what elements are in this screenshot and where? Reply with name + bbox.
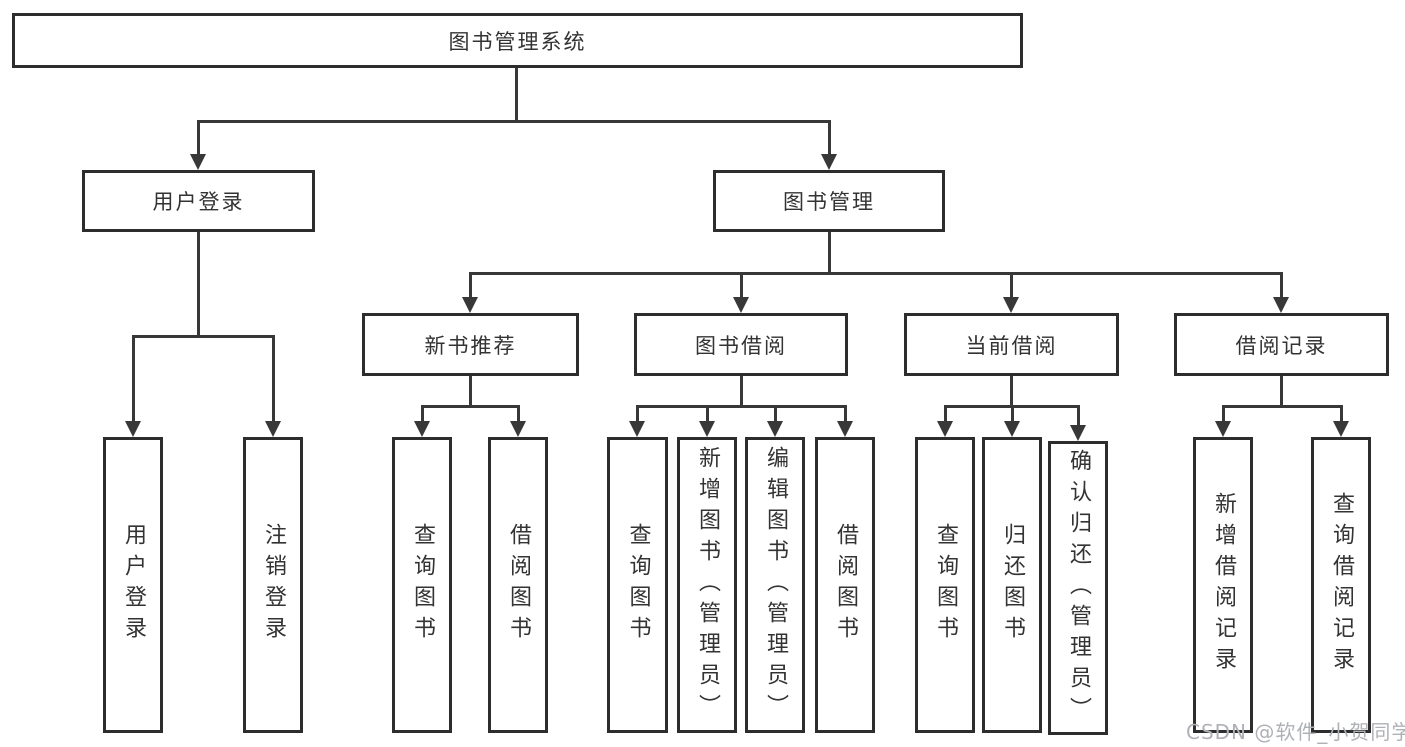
node-borrow-records: 借阅记录 (1174, 313, 1389, 376)
node-book-borrow: 图书借阅 (634, 313, 848, 376)
connector-line (1011, 405, 1014, 423)
connector-line (197, 120, 831, 123)
connector-line (272, 335, 275, 423)
node-new-book-recommend: 新书推荐 (362, 313, 579, 376)
node-label: 新书推荐 (424, 333, 517, 358)
connector-line (636, 405, 846, 408)
node-user-login: 用户登录 (82, 170, 315, 232)
connector-line (197, 232, 200, 337)
connector-line (740, 272, 743, 299)
arrow-down-icon (125, 421, 141, 437)
leaf-borrow-query-book: 查询图书 (607, 437, 668, 733)
connector-line (1280, 272, 1283, 299)
connector-line (421, 405, 519, 408)
arrow-down-icon (699, 421, 715, 437)
arrow-down-icon (1070, 425, 1086, 441)
connector-line (1340, 405, 1343, 423)
node-book-management: 图书管理 (713, 170, 945, 232)
leaf-logout: 注销登录 (243, 437, 303, 733)
csdn-watermark: CSDN @软件_小贺同学 (1186, 720, 1405, 744)
leaf-label: 注销登录 (261, 523, 286, 647)
connector-line (844, 405, 847, 423)
leaf-recommend-query-book: 查询图书 (392, 437, 452, 733)
arrow-down-icon (821, 154, 837, 170)
arrow-down-icon (265, 421, 281, 437)
connector-line (740, 376, 743, 407)
connector-line (1010, 376, 1013, 407)
node-label: 用户登录 (152, 190, 245, 214)
connector-line (515, 68, 518, 122)
arrow-down-icon (1273, 297, 1289, 313)
node-label: 当前借阅 (965, 333, 1058, 358)
connector-line (132, 335, 274, 338)
leaf-current-confirm-return-admin: 确认归还（管理员） (1048, 441, 1108, 735)
node-label: 借阅记录 (1235, 333, 1328, 358)
arrow-down-icon (629, 421, 645, 437)
connector-line (469, 272, 472, 299)
leaf-borrow-edit-book-admin: 编辑图书（管理员） (745, 437, 805, 733)
connector-line (469, 376, 472, 407)
arrow-down-icon (462, 297, 478, 313)
leaf-label: 借阅图书 (506, 523, 531, 647)
connector-line (636, 405, 639, 423)
leaf-label: 新增借阅记录 (1211, 492, 1236, 678)
arrow-down-icon (767, 421, 783, 437)
arrow-down-icon (837, 421, 853, 437)
connector-line (706, 405, 709, 423)
leaf-label: 查询图书 (933, 523, 958, 647)
connector-line (1077, 405, 1080, 427)
leaf-label: 编辑图书（管理员） (763, 445, 788, 725)
connector-line (469, 272, 1282, 275)
connector-line (1222, 405, 1342, 408)
leaf-label: 查询图书 (625, 523, 651, 647)
leaf-borrow-borrow-book: 借阅图书 (815, 437, 875, 733)
arrow-down-icon (1003, 297, 1019, 313)
arrow-down-icon (414, 421, 430, 437)
leaf-records-query-record: 查询借阅记录 (1311, 437, 1371, 733)
connector-line (132, 335, 135, 423)
leaf-borrow-add-book-admin: 新增图书（管理员） (677, 437, 737, 733)
leaf-label: 新增图书（管理员） (695, 445, 720, 725)
leaf-label: 查询借阅记录 (1329, 492, 1354, 678)
connector-line (1222, 405, 1225, 423)
leaf-label: 归还图书 (1000, 523, 1025, 647)
arrow-down-icon (937, 421, 953, 437)
arrow-down-icon (1333, 421, 1349, 437)
connector-line (421, 405, 424, 423)
connector-line (1280, 376, 1283, 407)
leaf-recommend-borrow-book: 借阅图书 (488, 437, 548, 733)
leaf-user-login: 用户登录 (103, 437, 163, 733)
connector-line (197, 120, 200, 156)
leaf-records-add-record: 新增借阅记录 (1193, 437, 1253, 733)
leaf-label: 借阅图书 (833, 523, 858, 647)
arrow-down-icon (1004, 421, 1020, 437)
node-label: 图书管理系统 (448, 29, 587, 54)
arrow-down-icon (733, 297, 749, 313)
node-root-library-system: 图书管理系统 (12, 13, 1023, 68)
leaf-current-query-book: 查询图书 (915, 437, 975, 733)
connector-line (828, 232, 831, 274)
leaf-label: 用户登录 (121, 523, 146, 647)
node-current-borrow: 当前借阅 (904, 313, 1119, 376)
arrow-down-icon (1215, 421, 1231, 437)
connector-line (1010, 272, 1013, 299)
arrow-down-icon (510, 421, 526, 437)
node-label: 图书管理 (783, 190, 875, 214)
leaf-label: 确认归还（管理员） (1066, 448, 1091, 728)
connector-line (944, 405, 947, 423)
leaf-current-return-book: 归还图书 (982, 437, 1042, 733)
arrow-down-icon (190, 154, 206, 170)
connector-line (517, 405, 520, 423)
node-label: 图书借阅 (695, 333, 787, 358)
leaf-label: 查询图书 (410, 523, 435, 647)
connector-line (828, 120, 831, 156)
connector-line (774, 405, 777, 423)
